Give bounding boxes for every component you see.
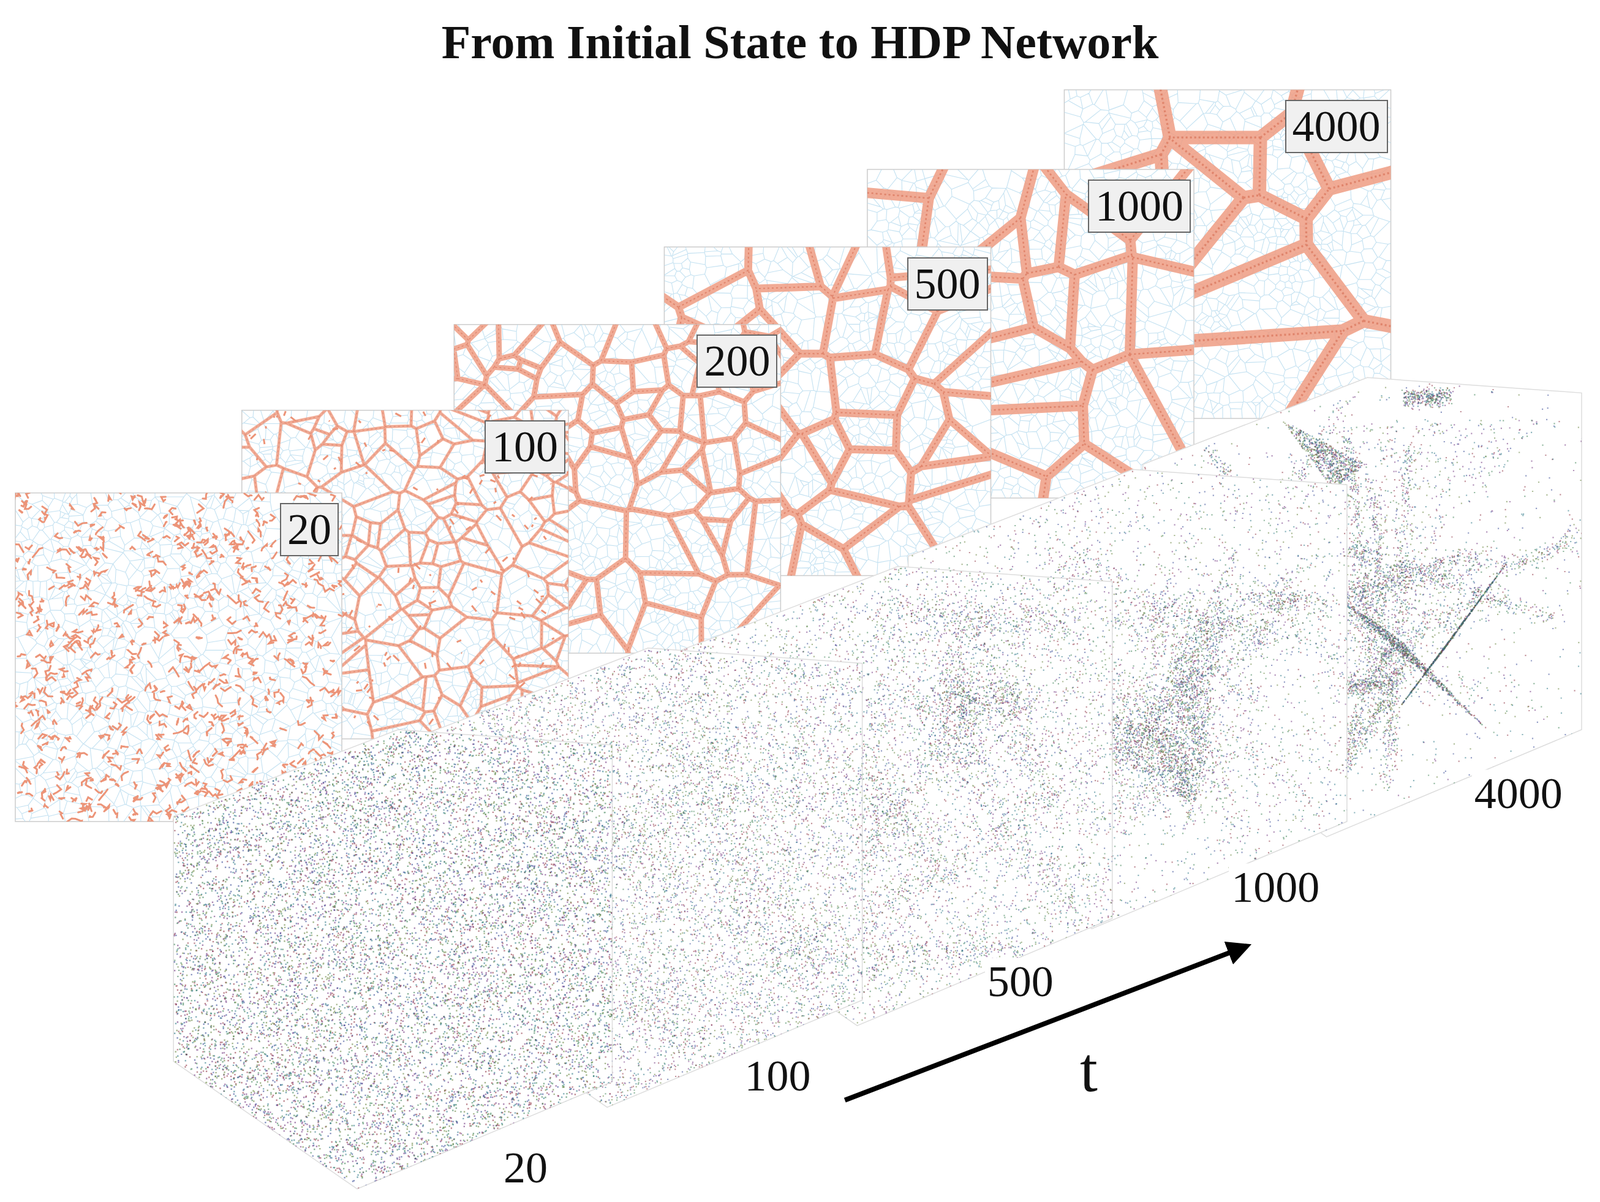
particle-cloud — [173, 730, 614, 1180]
time-label: 1000 — [1087, 179, 1191, 233]
label-holder: 4000 — [1285, 99, 1389, 154]
time-label: 100 — [484, 420, 566, 474]
label-holder: 100 — [741, 1052, 813, 1101]
cubes-3d — [173, 377, 1583, 1189]
simulation-cube — [173, 729, 614, 1189]
time-label: 200 — [696, 334, 778, 388]
label-holder: 4000 — [1471, 769, 1566, 818]
time-label: 100 — [741, 1052, 813, 1101]
label-holder: 1000 — [1228, 863, 1322, 913]
label-holder: t — [1077, 1037, 1101, 1102]
time-label: 500 — [907, 257, 989, 311]
time-label: 1000 — [1228, 863, 1322, 913]
axis-label: t — [1077, 1037, 1101, 1102]
label-holder: 1000 — [1087, 179, 1191, 233]
label-holder: 20 — [279, 502, 339, 557]
time-arrow — [844, 945, 1247, 1101]
time-label: 4000 — [1285, 99, 1389, 154]
label-holder: 500 — [984, 957, 1057, 1006]
particle-cloud — [173, 733, 614, 1178]
title-holder: From Initial State to HDP Network — [0, 15, 1600, 69]
figure-title: From Initial State to HDP Network — [441, 15, 1159, 69]
label-holder: 200 — [696, 334, 778, 388]
time-label: 20 — [501, 1144, 551, 1193]
label-holder: 100 — [484, 420, 566, 474]
label-holder: 20 — [501, 1144, 551, 1193]
time-label: 4000 — [1471, 769, 1566, 818]
time-label: 20 — [279, 502, 339, 557]
particle-cloud — [173, 732, 614, 1189]
time-label: 500 — [984, 957, 1057, 1006]
particle-cloud — [173, 730, 614, 1178]
label-holder: 500 — [907, 257, 989, 311]
